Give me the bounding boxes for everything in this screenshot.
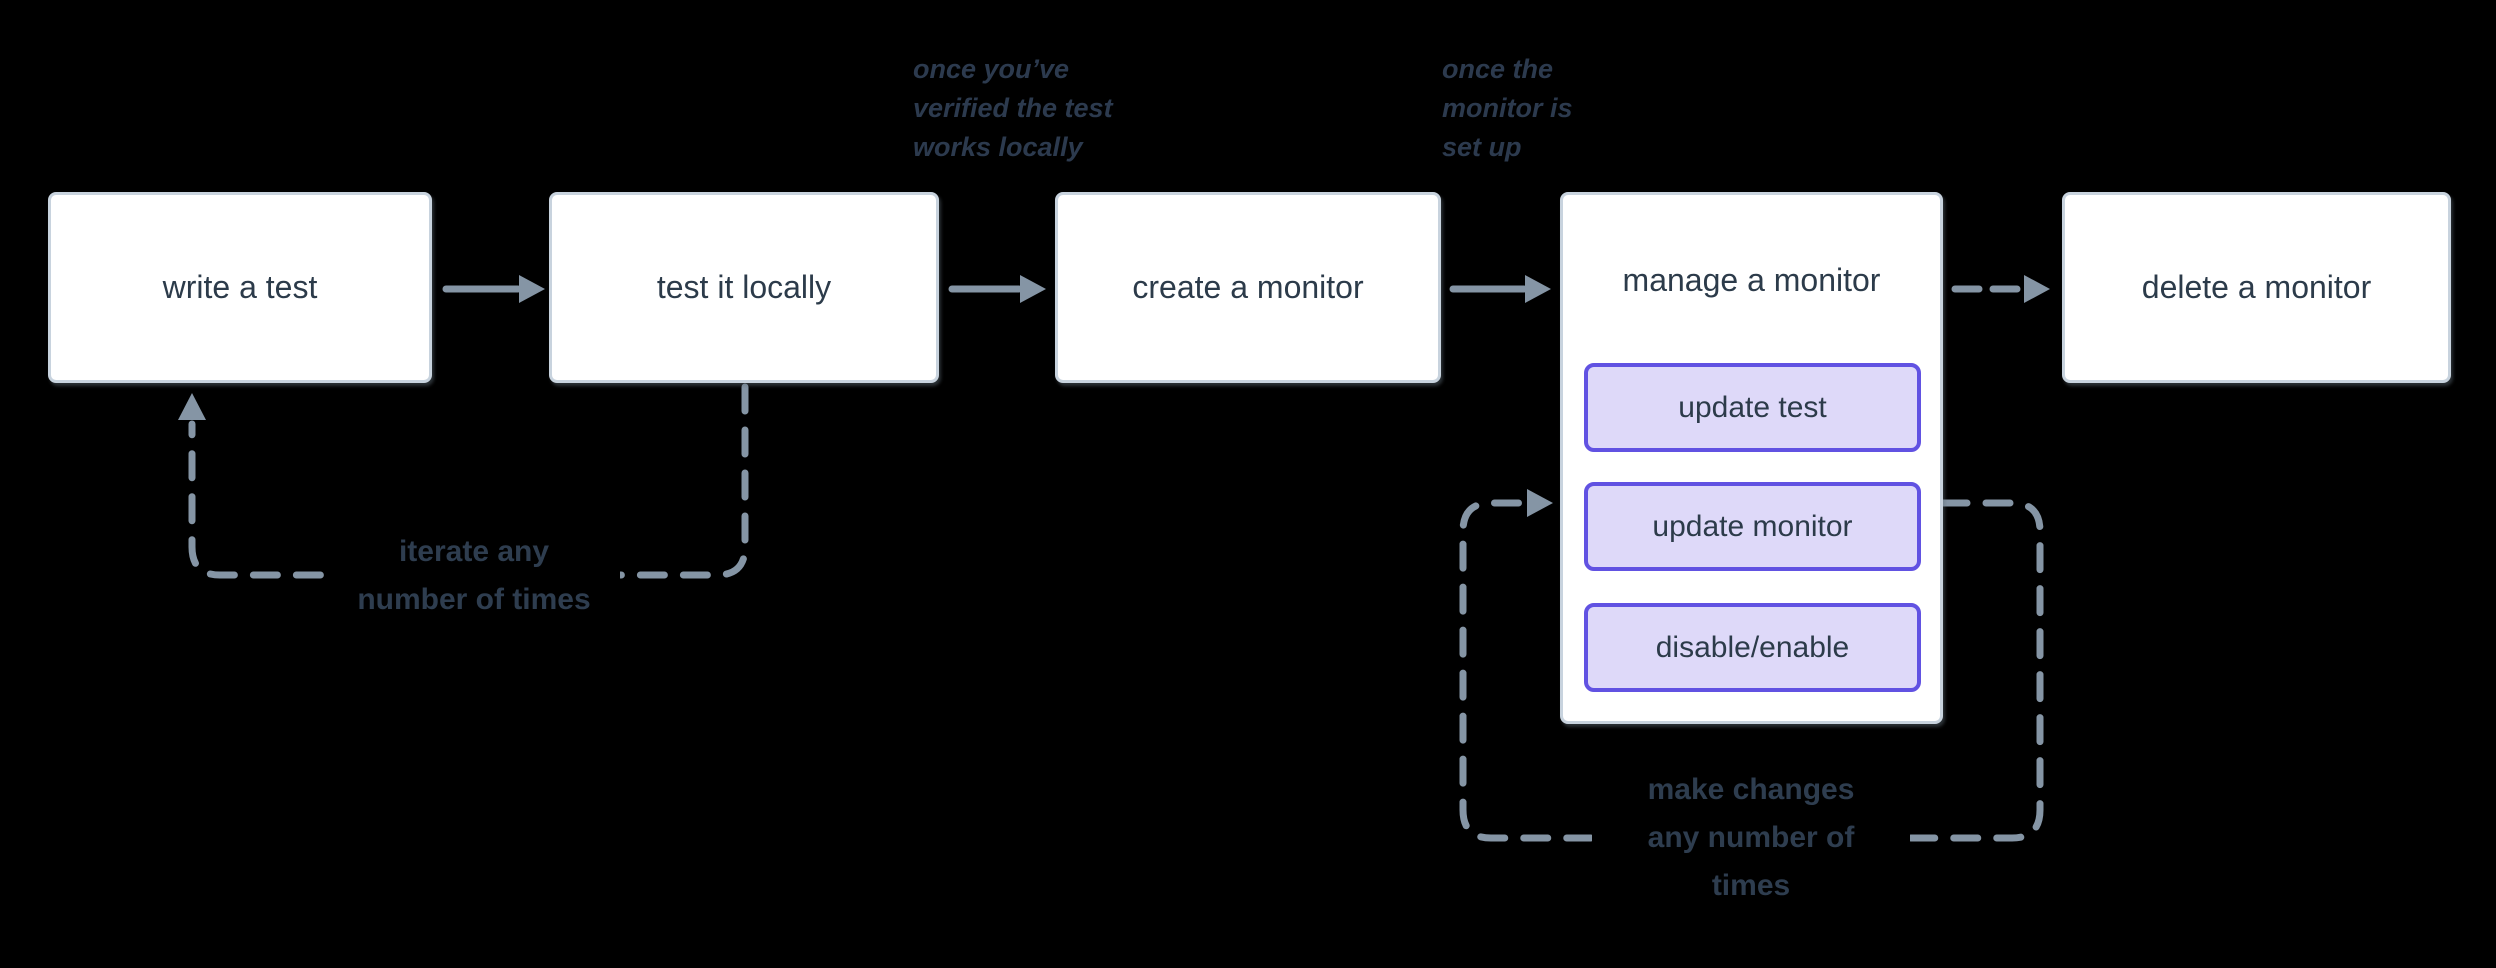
node-label: create a monitor <box>1132 269 1364 305</box>
arrow-test-to-create <box>948 275 1046 303</box>
annotation-line: monitor is <box>1442 93 1573 123</box>
annotation-line: once the <box>1442 54 1554 84</box>
annotation-line: verified the test <box>913 93 1113 123</box>
node-manage-a-monitor: manage a monitor update test update moni… <box>1560 192 1943 724</box>
node-delete-a-monitor: delete a monitor <box>2062 192 2451 383</box>
iterate-loop-arrowhead <box>178 393 206 420</box>
sub-action-label: update test <box>1678 390 1827 424</box>
node-label: test it locally <box>656 269 832 305</box>
annotation-line: set up <box>1442 132 1522 162</box>
node-label: manage a monitor <box>1622 262 1881 298</box>
sub-action-update-test: update test <box>1584 363 1921 452</box>
sub-action-update-monitor: update monitor <box>1584 482 1921 571</box>
node-create-a-monitor: create a monitor <box>1055 192 1441 383</box>
make-changes-loop-arrowhead <box>1527 489 1553 517</box>
node-label: delete a monitor <box>2141 269 2372 305</box>
annotation-once-verified: once you’ve verified the test works loca… <box>913 50 1113 167</box>
arrow-manage-to-delete-dashed <box>1951 275 2050 303</box>
node-test-it-locally: test it locally <box>549 192 939 383</box>
sub-action-label: disable/enable <box>1655 630 1850 664</box>
loop-label-line: make changes <box>1647 773 1855 806</box>
annotation-line: works locally <box>913 132 1083 162</box>
annotation-line: once you’ve <box>913 54 1070 84</box>
loop-label-line: any number of <box>1647 821 1855 854</box>
iterate-loop-label: iterate any number of times <box>328 528 620 624</box>
loop-label-line: number of times <box>357 583 591 616</box>
annotation-once-monitor-set-up: once the monitor is set up <box>1442 50 1573 167</box>
loop-label-line: iterate any <box>398 535 550 568</box>
arrow-create-to-manage <box>1449 275 1551 303</box>
arrow-write-to-test <box>442 275 545 303</box>
sub-action-label: update monitor <box>1652 509 1853 543</box>
make-changes-loop-label: make changes any number of times <box>1592 766 1910 910</box>
sub-action-disable-enable: disable/enable <box>1584 603 1921 692</box>
loop-label-line: times <box>1711 869 1791 902</box>
node-label: write a test <box>162 269 318 305</box>
node-write-a-test: write a test <box>48 192 432 383</box>
